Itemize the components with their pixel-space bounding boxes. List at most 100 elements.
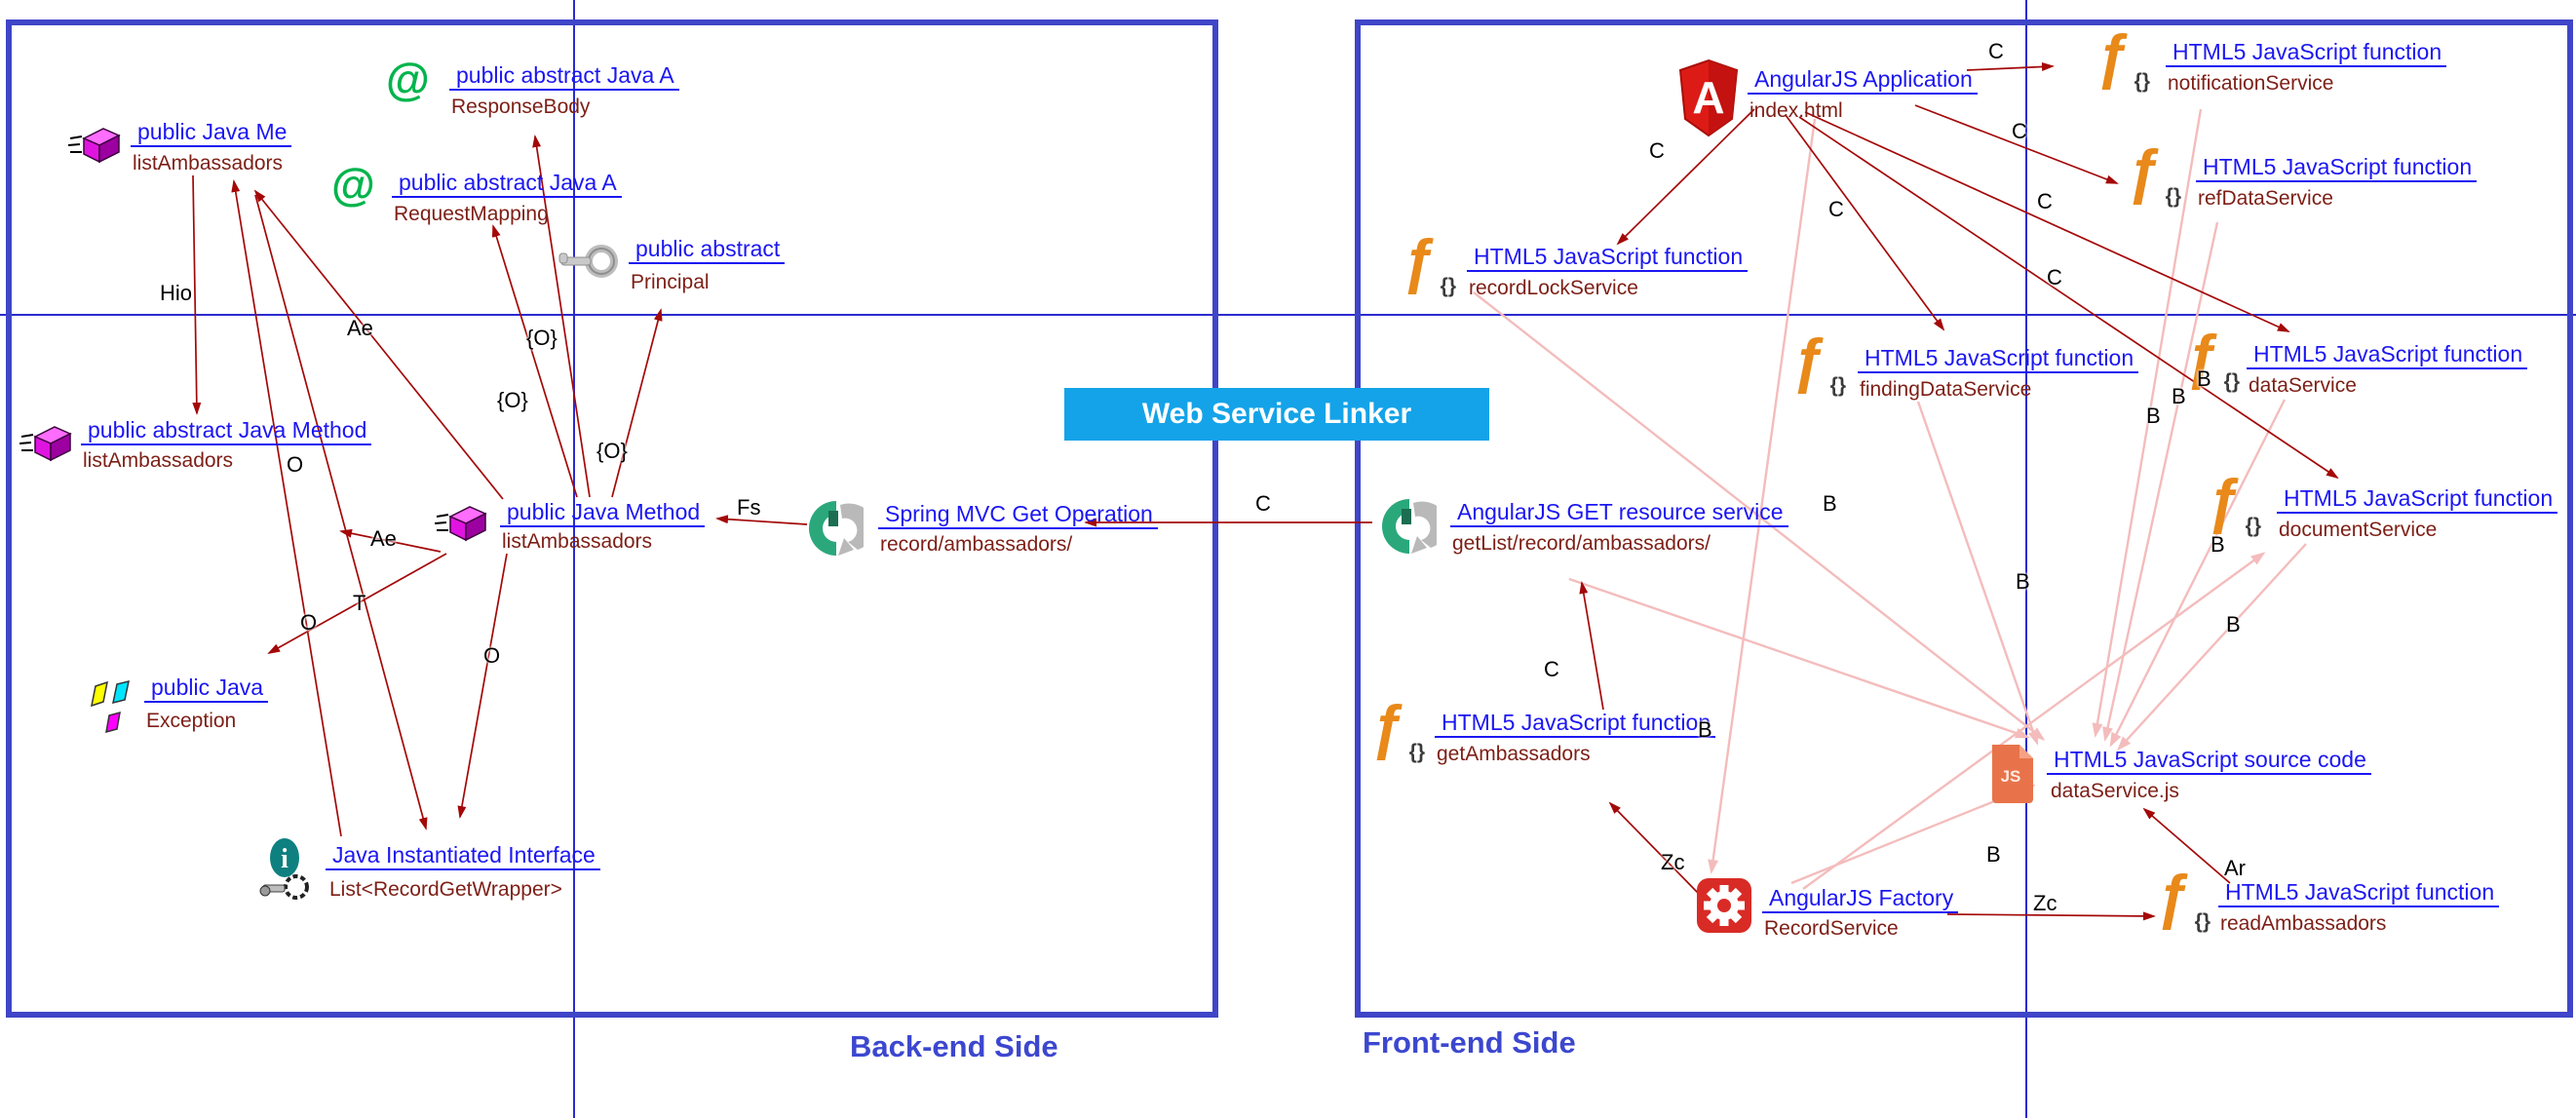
edge-label: B (2016, 569, 2030, 594)
js-function-icon: ƒ{} (1791, 328, 1846, 398)
exception-icon (88, 678, 140, 742)
get-ambassadors-title[interactable]: HTML5 JavaScript function (1435, 710, 1716, 739)
js-function-icon: ƒ{} (1402, 228, 1456, 298)
annotation-at-icon: @ (386, 54, 430, 104)
edge-label: B (2226, 612, 2241, 636)
read-ambassadors-title[interactable]: HTML5 JavaScript function (2218, 879, 2500, 908)
js-function-icon: ƒ{} (2127, 138, 2181, 209)
response-body-subtitle: ResponseBody (451, 96, 591, 118)
notification-service-subtitle: notificationService (2168, 72, 2334, 95)
vertical-guide-line-left (573, 0, 575, 1118)
java-method-mid-title[interactable]: public Java Method (500, 499, 706, 528)
java-method-top-title[interactable]: public Java Me (131, 119, 292, 148)
java-method-top-subtitle: listAmbassadors (133, 152, 284, 174)
ref-data-service-subtitle: refDataService (2198, 187, 2333, 210)
java-exception-title[interactable]: public Java (144, 675, 269, 704)
angular-shield-icon: A (1678, 58, 1739, 143)
request-mapping-title[interactable]: public abstract Java A (392, 170, 622, 199)
edge-label: Ae (347, 316, 373, 340)
edge-label: B (2172, 384, 2186, 408)
edge-label: O (483, 643, 501, 668)
edge-label: B (2211, 532, 2225, 557)
js-function-icon: ƒ{} (2207, 468, 2261, 538)
edge-label: Ar (2224, 856, 2246, 880)
js-source-subtitle: dataService.js (2051, 780, 2179, 802)
gear-icon (1696, 877, 1752, 939)
frontend-side-label: Front-end Side (1363, 1025, 1576, 1060)
java-method-mid-subtitle: listAmbassadors (502, 530, 653, 553)
method-brick-icon (67, 123, 121, 174)
document-service-subtitle: documentService (2279, 519, 2438, 541)
edge-label: Zc (2033, 891, 2057, 915)
principal-subtitle: Principal (631, 271, 710, 293)
edge-label: Zc (1661, 850, 1685, 874)
edge-label: {O} (497, 388, 528, 412)
rest-get-icon (809, 499, 875, 562)
edge-label: C (1828, 197, 1844, 221)
java-interface-title[interactable]: Java Instantiated Interface (326, 842, 600, 871)
spring-get-subtitle: record/ambassadors/ (880, 533, 1073, 556)
backend-side-label: Back-end Side (850, 1029, 1058, 1063)
edge-label: B (1823, 491, 1837, 516)
rest-get-icon (1382, 497, 1448, 560)
interface-icon: i (255, 836, 322, 909)
edge-label: Fs (737, 495, 761, 520)
edge-label: {O} (526, 326, 557, 350)
js-file-icon: JS (1988, 743, 2035, 808)
method-brick-icon (19, 421, 72, 473)
document-service-title[interactable]: HTML5 JavaScript function (2277, 485, 2558, 515)
java-abstract-method-subtitle: listAmbassadors (83, 449, 234, 472)
method-brick-icon (434, 501, 487, 553)
ref-data-service-title[interactable]: HTML5 JavaScript function (2196, 154, 2478, 183)
edge-label: T (353, 591, 366, 615)
js-function-icon: ƒ{} (1370, 694, 1425, 764)
edge-label: Hio (160, 281, 193, 305)
data-service-subtitle: dataService (2249, 374, 2357, 397)
edge-label: Ae (370, 526, 397, 551)
edge-label: B (2197, 366, 2211, 391)
backend-box (6, 19, 1218, 1018)
edge-label: B (1698, 717, 1712, 742)
frontend-box (1355, 19, 2573, 1018)
web-service-linker-label: Web Service Linker (1141, 398, 1412, 430)
spring-get-title[interactable]: Spring MVC Get Operation (878, 501, 1158, 530)
edge-label: C (1544, 657, 1559, 681)
java-interface-subtitle: List<RecordGetWrapper> (329, 878, 562, 901)
angular-factory-title[interactable]: AngularJS Factory (1762, 885, 1959, 914)
record-lock-service-title[interactable]: HTML5 JavaScript function (1467, 244, 1749, 273)
js-source-title[interactable]: HTML5 JavaScript source code (2047, 747, 2371, 776)
request-mapping-subtitle: RequestMapping (394, 203, 549, 225)
edge-label: C (2012, 119, 2027, 143)
data-service-title[interactable]: HTML5 JavaScript function (2247, 341, 2528, 370)
edge-label: C (2047, 265, 2062, 289)
finding-data-service-title[interactable]: HTML5 JavaScript function (1858, 345, 2139, 374)
angular-app-title[interactable]: AngularJS Application (1748, 66, 1978, 96)
edge-label: B (1986, 842, 2001, 867)
edge-label: O (287, 452, 304, 477)
record-lock-service-subtitle: recordLockService (1469, 277, 1638, 299)
finding-data-service-subtitle: findingDataService (1860, 378, 2032, 401)
edge-label: C (1988, 39, 2004, 63)
angular-get-title[interactable]: AngularJS GET resource service (1450, 499, 1788, 528)
get-ambassadors-subtitle: getAmbassadors (1437, 743, 1591, 765)
svg-text:i: i (281, 844, 288, 874)
js-function-icon: ƒ{} (2095, 23, 2150, 94)
edge-label: C (1649, 138, 1665, 163)
java-abstract-method-title[interactable]: public abstract Java Method (81, 417, 372, 446)
edge-label: {O} (596, 439, 628, 463)
key-icon (557, 240, 620, 288)
angular-factory-subtitle: RecordService (1764, 917, 1899, 940)
response-body-title[interactable]: public abstract Java A (449, 62, 679, 92)
js-function-icon: ƒ{} (2185, 324, 2240, 394)
annotation-at-icon: @ (331, 159, 375, 210)
java-exception-subtitle: Exception (146, 710, 237, 732)
edge-label: C (2037, 189, 2053, 213)
edge-label: C (1255, 491, 1271, 516)
angular-get-subtitle: getList/record/ambassadors/ (1452, 532, 1711, 555)
principal-title[interactable]: public abstract (629, 236, 786, 265)
js-function-icon: ƒ{} (2156, 864, 2211, 934)
svg-text:A: A (1692, 72, 1724, 123)
read-ambassadors-subtitle: readAmbassadors (2220, 912, 2387, 935)
notification-service-title[interactable]: HTML5 JavaScript function (2166, 39, 2447, 68)
